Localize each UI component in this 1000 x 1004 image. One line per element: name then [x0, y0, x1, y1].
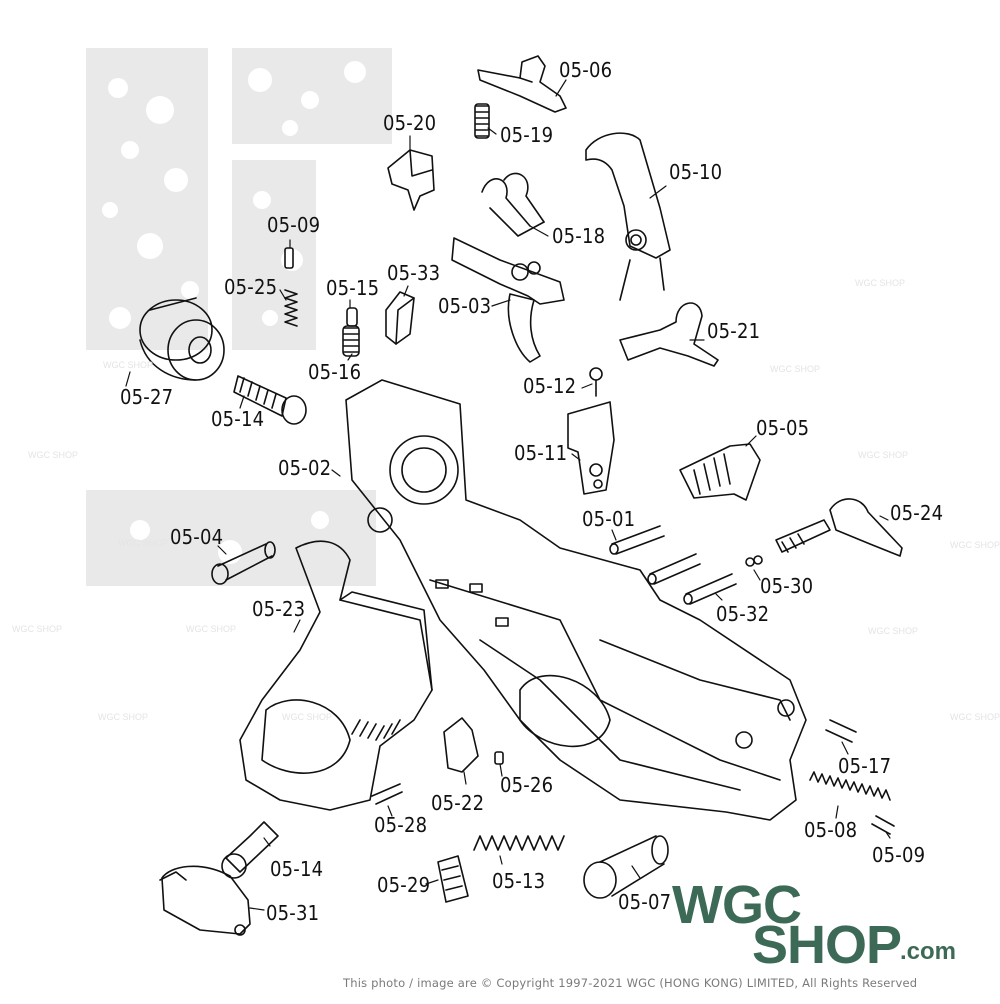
- logo-line-1: WGC: [672, 875, 802, 935]
- label-05-22: 05-22: [431, 791, 485, 815]
- label-05-18: 05-18: [552, 224, 606, 248]
- label-05-19: 05-19: [500, 123, 554, 147]
- part-05-31-plate: [159, 865, 251, 936]
- label-05-02: 05-02: [278, 456, 332, 480]
- watermark-text: WGC SHOP: [28, 450, 79, 460]
- label-05-20: 05-20: [383, 111, 437, 135]
- watermark-text: WGC SHOP: [858, 450, 909, 460]
- watermark-text: WGC SHOP: [103, 360, 154, 370]
- watermark-text: WGC SHOP: [98, 712, 149, 722]
- part-05-33-block: [385, 291, 415, 345]
- logo-suffix: .com: [900, 938, 957, 965]
- label-05-14-bottom: 05-14: [270, 857, 324, 881]
- label-05-30: 05-30: [760, 574, 814, 598]
- part-05-05-mag-catch: [679, 443, 761, 501]
- part-05-07-pin: [583, 835, 669, 899]
- part-05-19-spring: [474, 103, 490, 139]
- label-05-32: 05-32: [716, 602, 770, 626]
- label-05-01: 05-01: [582, 507, 636, 531]
- watermark-text: WGC SHOP: [282, 712, 333, 722]
- watermark-text: WGC SHOP: [950, 540, 1000, 550]
- part-05-12-screw: [589, 367, 603, 397]
- part-05-18-springs: [481, 172, 545, 237]
- part-05-15-pin: [346, 307, 358, 327]
- part-05-26-spring: [494, 751, 504, 765]
- label-05-09-top: 05-09: [267, 213, 321, 237]
- label-05-28: 05-28: [374, 813, 428, 837]
- leader-lines: [125, 79, 891, 911]
- label-05-16: 05-16: [308, 360, 362, 384]
- logo-line-2: SHOP: [752, 915, 902, 975]
- part-05-10-hammer: [585, 132, 671, 301]
- part-05-02-lower-receiver: [345, 379, 807, 821]
- part-05-16-spring: [342, 325, 360, 357]
- label-05-05: 05-05: [756, 416, 810, 440]
- part-05-13-spring: [473, 835, 565, 851]
- label-05-17: 05-17: [838, 754, 892, 778]
- label-05-29: 05-29: [377, 873, 431, 897]
- watermark-text: WGC SHOP: [12, 624, 63, 634]
- label-05-14-top: 05-14: [211, 407, 265, 431]
- label-05-27: 05-27: [120, 385, 174, 409]
- label-05-03: 05-03: [438, 294, 492, 318]
- label-05-13: 05-13: [492, 869, 546, 893]
- part-05-01-pins: [609, 525, 737, 605]
- part-05-21-selector: [619, 302, 719, 367]
- label-05-21: 05-21: [707, 319, 761, 343]
- label-05-06: 05-06: [559, 58, 613, 82]
- label-05-31: 05-31: [266, 901, 320, 925]
- part-05-30-detent: [745, 555, 763, 567]
- part-05-04-pin: [211, 541, 276, 585]
- part-05-09-pin-bottom: [871, 815, 895, 835]
- watermark-text: WGC SHOP: [118, 538, 169, 548]
- label-05-09-bottom: 05-09: [872, 843, 926, 867]
- part-05-27-nut: [139, 297, 225, 381]
- part-05-03-trigger: [451, 237, 565, 363]
- part-05-28-pin: [371, 783, 403, 805]
- label-05-04: 05-04: [170, 525, 224, 549]
- label-05-07: 05-07: [618, 890, 672, 914]
- wgc-shop-logo: WGC SHOP .com: [668, 874, 990, 975]
- watermark-text: WGC SHOP: [868, 626, 919, 636]
- label-05-10: 05-10: [669, 160, 723, 184]
- label-05-26: 05-26: [500, 773, 554, 797]
- label-05-23: 05-23: [252, 597, 306, 621]
- watermark-text: WGC SHOP: [950, 712, 1000, 722]
- part-05-08-spring: [809, 771, 891, 801]
- part-05-09-pin-top: [284, 247, 294, 269]
- label-05-24: 05-24: [890, 501, 944, 525]
- part-05-29-button: [437, 855, 469, 903]
- part-05-25-spring: [284, 289, 298, 327]
- label-05-08: 05-08: [804, 818, 858, 842]
- part-05-24-bolt-catch: [775, 498, 903, 557]
- label-05-15: 05-15: [326, 276, 380, 300]
- part-05-14-screw-top: [233, 375, 307, 425]
- part-05-06-disconnector: [477, 55, 567, 113]
- label-05-11: 05-11: [514, 441, 568, 465]
- label-05-33: 05-33: [387, 261, 441, 285]
- part-05-17-pin: [825, 719, 857, 743]
- part-05-23-grip: [239, 540, 433, 811]
- camo-watermark: [86, 48, 392, 586]
- watermark-text: WGC SHOP: [855, 278, 906, 288]
- copyright-notice: This photo / image are © Copyright 1997-…: [343, 976, 918, 990]
- part-05-11-bracket: [567, 401, 615, 495]
- label-05-25: 05-25: [224, 275, 278, 299]
- label-05-12: 05-12: [523, 374, 577, 398]
- part-05-20-block: [387, 149, 435, 211]
- watermark-text: WGC SHOP: [186, 624, 237, 634]
- part-05-14-screw-bottom: [221, 821, 279, 879]
- watermark-text: WGC SHOP: [770, 364, 821, 374]
- part-05-22-lever: [443, 717, 479, 773]
